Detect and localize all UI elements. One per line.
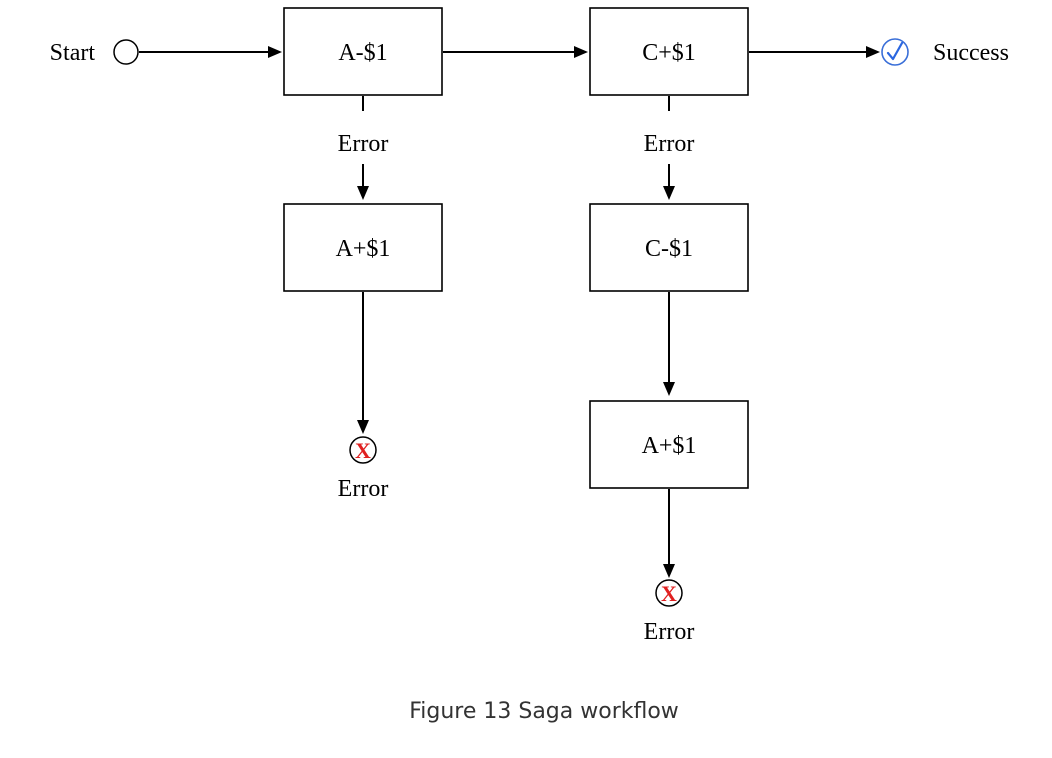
error-terminal-1-label: Error [338,476,389,502]
arrowhead-error-2 [663,564,675,578]
edge-a-debit-error-label: Error [338,131,389,157]
edge-c-credit-error-label: Error [644,131,695,157]
arrowhead-a-refund-1 [357,186,369,200]
x-circle-icon: X [661,581,677,606]
node-c-reverse: C-$1 [589,203,749,292]
figure-caption: Figure 13 Saga workflow [409,699,679,724]
error-terminal-1: X [349,436,377,464]
start-node [113,39,139,65]
success-node [881,38,909,66]
error-terminal-2-label: Error [644,619,695,645]
error-terminal-2: X [655,579,683,607]
x-circle-icon: X [355,438,371,463]
node-c-credit: C+$1 [589,7,749,96]
arrowhead-c-reverse [663,186,675,200]
arrowhead-success [866,46,880,58]
checkmark-icon [886,41,904,61]
arrowhead-c-credit [574,46,588,58]
node-c-credit-label: C+$1 [642,40,696,66]
node-a-refund-1: A+$1 [283,203,443,292]
success-label: Success [933,40,1009,66]
node-c-reverse-label: C-$1 [645,236,693,262]
node-a-debit-label: A-$1 [338,40,387,66]
node-a-refund-1-label: A+$1 [336,236,391,262]
node-a-refund-2-label: A+$1 [642,433,697,459]
arrowhead-a-refund-2 [663,382,675,396]
start-label: Start [50,40,96,66]
node-a-debit: A-$1 [283,7,443,96]
arrowhead-error-1 [357,420,369,434]
arrowhead-a-debit [268,46,282,58]
node-a-refund-2: A+$1 [589,400,749,489]
